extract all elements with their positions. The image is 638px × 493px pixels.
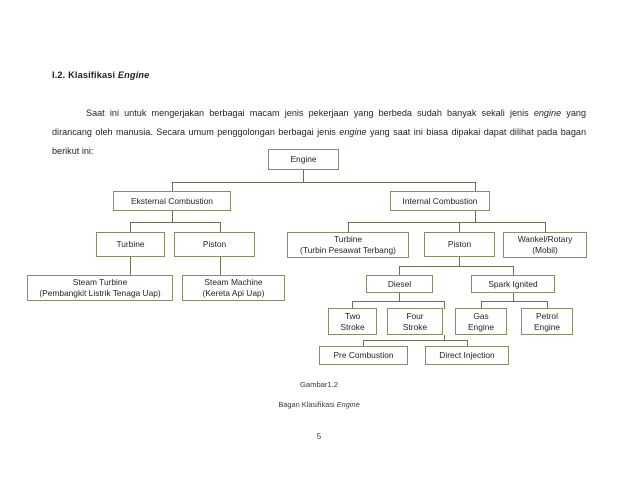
node-wankel-rotary-sublabel: (Mobil) <box>532 245 558 255</box>
node-ext-piston-label: Piston <box>202 239 227 249</box>
node-int-turbine-sublabel: (Turbin Pesawat Terbang) <box>300 245 396 255</box>
paragraph-emphasis-2: engine <box>339 127 367 137</box>
node-engine[interactable]: Engine <box>268 149 339 170</box>
node-wankel-rotary-label: Wankel/Rotary <box>517 234 573 244</box>
figure-caption-number: Gambar1.2 <box>0 380 638 389</box>
section-heading: I.2. Klasifikasi Engine <box>52 70 149 80</box>
node-two-stroke[interactable]: Two Stroke <box>328 308 377 335</box>
connector-ext-turbine-to-steam-turbine <box>130 257 131 276</box>
node-internal-combustion[interactable]: Internal Combustion <box>390 191 490 211</box>
connector-four-stroke-down <box>444 335 445 340</box>
connector-int-piston-down <box>459 257 460 266</box>
node-gas-engine-sublabel: Engine <box>467 321 495 332</box>
connector-eksternal-down <box>172 210 173 222</box>
node-spark-ignited[interactable]: Spark Ignited <box>471 275 555 293</box>
node-engine-label: Engine <box>290 154 317 164</box>
node-steam-machine-sublabel: (Kereta Api Uap) <box>202 288 265 298</box>
connector-to-int-turbine <box>348 222 349 233</box>
connector-spark-down <box>513 293 514 301</box>
connector-to-diesel <box>399 266 400 276</box>
connector-to-direct-injection <box>467 340 468 347</box>
heading-emphasis: Engine <box>117 70 150 80</box>
page-number-text: 5 <box>316 432 322 441</box>
connector-to-gas-engine <box>481 301 482 309</box>
node-four-stroke-label: Four <box>406 310 424 321</box>
intro-paragraph: Saat ini untuk mengerjakan berbagai maca… <box>52 104 586 161</box>
node-pre-combustion[interactable]: Pre Combustion <box>319 346 408 365</box>
node-steam-turbine[interactable]: Steam Turbine (Pembangkit Listrik Tenaga… <box>27 275 173 301</box>
page-number: 5 <box>0 432 638 441</box>
figure-caption-title-text: Bagan Klasifikasi <box>278 400 335 409</box>
connector-to-wankel <box>545 222 546 233</box>
node-ext-turbine-label: Turbine <box>116 239 145 249</box>
node-gas-engine[interactable]: Gas Engine <box>455 308 507 335</box>
connector-to-four-stroke <box>444 301 445 309</box>
node-pre-combustion-label: Pre Combustion <box>333 350 394 360</box>
node-diesel-label: Diesel <box>387 278 412 289</box>
heading-text: Klasifikasi <box>68 70 116 80</box>
node-int-piston-label: Piston <box>447 239 472 249</box>
node-int-turbine[interactable]: Turbine (Turbin Pesawat Terbang) <box>287 232 409 258</box>
connector-to-two-stroke <box>352 301 353 309</box>
heading-number: I.2. <box>52 70 66 80</box>
connector-to-int-piston <box>459 222 460 233</box>
connector-to-petrol-engine <box>547 301 548 309</box>
connector-ext-piston-to-steam-machine <box>220 257 221 276</box>
node-steam-turbine-label: Steam Turbine <box>72 277 128 287</box>
node-ext-piston[interactable]: Piston <box>174 232 255 257</box>
connector-to-internal <box>475 182 476 192</box>
connector-to-pre-combustion <box>363 340 364 347</box>
node-diesel[interactable]: Diesel <box>366 275 433 293</box>
figure-caption-title: Bagan Klasifikasi Engine <box>0 400 638 409</box>
node-eksternal-combustion[interactable]: Eksternal Combustion <box>113 191 231 211</box>
node-internal-combustion-label: Internal Combustion <box>402 195 478 206</box>
node-wankel-rotary[interactable]: Wankel/Rotary (Mobil) <box>503 232 587 258</box>
connector-internal-bus <box>348 222 545 223</box>
node-four-stroke-sublabel: Stroke <box>402 321 428 332</box>
connector-to-spark-ignited <box>513 266 514 276</box>
node-gas-engine-label: Gas <box>473 310 489 321</box>
node-steam-turbine-sublabel: (Pembangkit Listrik Tenaga Uap) <box>39 288 161 298</box>
node-int-piston[interactable]: Piston <box>424 232 495 257</box>
node-ext-turbine[interactable]: Turbine <box>96 232 165 257</box>
figure-caption-number-text: Gambar1.2 <box>300 380 338 389</box>
node-two-stroke-label: Two <box>344 310 361 321</box>
node-two-stroke-sublabel: Stroke <box>340 321 365 332</box>
connector-to-ext-turbine <box>130 222 131 233</box>
node-four-stroke[interactable]: Four Stroke <box>387 308 443 335</box>
node-spark-ignited-label: Spark Ignited <box>488 278 538 289</box>
node-int-turbine-label: Turbine <box>333 234 363 244</box>
node-eksternal-combustion-label: Eksternal Combustion <box>131 195 213 206</box>
connector-to-eksternal <box>172 182 173 192</box>
paragraph-part-3: yang saat ini biasa dipakai dapat diliha… <box>52 127 586 156</box>
paragraph-emphasis-1: engine <box>533 108 562 118</box>
connector-diesel-down <box>399 293 400 301</box>
node-petrol-engine-sublabel: Engine <box>533 321 561 332</box>
node-direct-injection[interactable]: Direct Injection <box>425 346 509 365</box>
connector-diesel-bus <box>352 301 444 302</box>
paragraph-part-1: Saat ini untuk mengerjakan berbagai maca… <box>86 108 534 118</box>
connector-to-ext-piston <box>220 222 221 233</box>
connector-level1-bus <box>172 182 475 183</box>
connector-spark-bus <box>481 301 547 302</box>
connector-four-stroke-bus <box>363 340 467 341</box>
figure-caption-title-emphasis: Engine <box>336 400 360 409</box>
node-steam-machine-label: Steam Machine <box>204 277 263 287</box>
connector-internal-down <box>475 210 476 222</box>
node-direct-injection-label: Direct Injection <box>439 350 495 360</box>
paragraph-part-2: yang dirancang oleh manusia. Secara umum… <box>52 108 587 137</box>
connector-engine-down <box>303 170 304 182</box>
node-petrol-engine[interactable]: Petrol Engine <box>521 308 573 335</box>
connector-int-piston-bus <box>399 266 513 267</box>
node-petrol-engine-label: Petrol <box>536 310 558 321</box>
node-steam-machine[interactable]: Steam Machine (Kereta Api Uap) <box>182 275 285 301</box>
connector-eksternal-bus <box>130 222 220 223</box>
